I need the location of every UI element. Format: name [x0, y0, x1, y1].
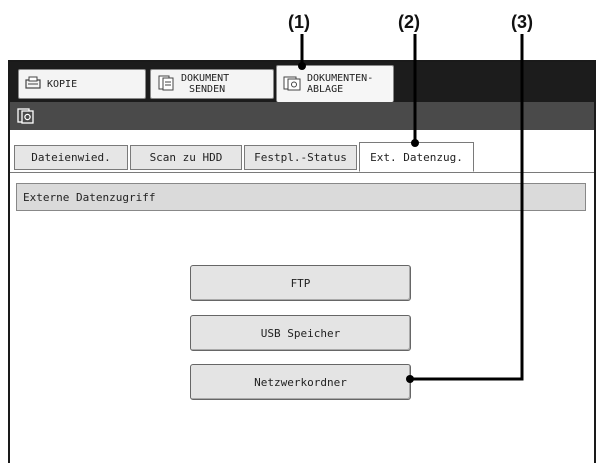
leader-dot-1: [298, 62, 306, 70]
mode-tab-filing-line1: DOKUMENTEN-: [307, 73, 374, 84]
tab-external-data-access[interactable]: Ext. Datenzug.: [359, 142, 474, 172]
document-filing-icon: [283, 75, 301, 94]
mode-bar: KOPIE DOKUMENT SENDEN DOKUMENTEN- ABLAGE: [10, 62, 594, 102]
tab-hdd-status[interactable]: Festpl.-Status: [244, 145, 357, 170]
network-folder-button[interactable]: Netzwerkordner: [190, 364, 411, 400]
tab-row: Dateienwied. Scan zu HDD Festpl.-Status …: [10, 130, 594, 180]
mode-tab-copy[interactable]: KOPIE: [18, 69, 146, 99]
ftp-button[interactable]: FTP: [190, 265, 411, 301]
copier-icon: [25, 76, 41, 93]
send-document-icon: [157, 75, 175, 94]
mode-tab-send-document[interactable]: DOKUMENT SENDEN: [150, 69, 274, 99]
tab-content: Externe Datenzugriff FTP USB Speicher Ne…: [10, 172, 594, 463]
usb-memory-button[interactable]: USB Speicher: [190, 315, 411, 351]
leader-dot-3: [406, 375, 414, 383]
info-bar: Externe Datenzugriff: [16, 183, 586, 211]
mode-icon-bar: [10, 102, 594, 130]
tab-file-retrieve[interactable]: Dateienwied.: [14, 145, 128, 170]
filing-mode-icon: [16, 106, 36, 130]
mode-tab-copy-label: KOPIE: [47, 78, 78, 90]
control-panel-screen: KOPIE DOKUMENT SENDEN DOKUMENTEN- ABLAGE: [8, 60, 596, 463]
leader-dot-2: [411, 139, 419, 147]
mode-tab-send-line1: DOKUMENT: [181, 73, 230, 84]
callout-2: (2): [398, 12, 420, 32]
callout-3: (3): [511, 12, 533, 32]
mode-tab-document-filing[interactable]: DOKUMENTEN- ABLAGE: [276, 65, 394, 102]
mode-tab-filing-line2: ABLAGE: [307, 84, 344, 95]
tab-scan-to-hdd[interactable]: Scan zu HDD: [130, 145, 242, 170]
leader-line-3: [410, 34, 524, 381]
mode-tab-send-line2: SENDEN: [189, 84, 226, 95]
callout-1: (1): [288, 12, 310, 32]
